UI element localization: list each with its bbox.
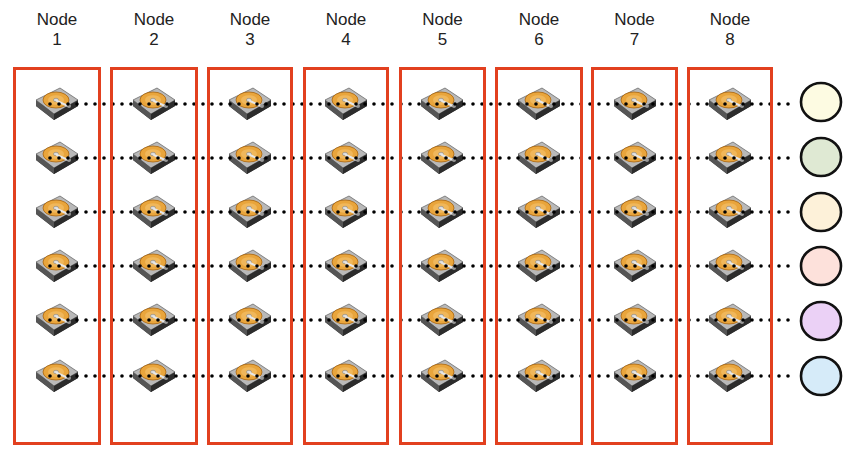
storage-node: Node 8 [687, 10, 773, 445]
node-frame [687, 67, 773, 445]
storage-node: Node 3 [207, 10, 293, 445]
hard-drives [36, 88, 751, 392]
storage-node: Node 6 [495, 10, 583, 445]
node-label: Node 6 [516, 10, 562, 49]
node-label: Node 7 [612, 10, 658, 49]
node-label: Node 1 [34, 10, 80, 49]
node-label: Node 5 [420, 10, 466, 49]
node-frame [303, 67, 389, 445]
stripe-circles [801, 83, 841, 395]
storage-node: Node 1 [13, 10, 101, 445]
node-label: Node 3 [227, 10, 273, 49]
node-frame [399, 67, 486, 445]
storage-node: Node 5 [399, 10, 486, 445]
storage-node: Node 4 [303, 10, 389, 445]
node-frame [13, 67, 101, 445]
node-frame [591, 67, 678, 445]
storage-node: Node 2 [110, 10, 198, 445]
stripe-dotted-lines [50, 104, 797, 376]
node-frame [110, 67, 198, 445]
storage-node: Node 7 [591, 10, 678, 445]
node-label: Node 4 [323, 10, 369, 49]
node-label: Node 2 [131, 10, 177, 49]
node-frame [207, 67, 293, 445]
node-label: Node 8 [707, 10, 753, 49]
node-frame [495, 67, 583, 445]
